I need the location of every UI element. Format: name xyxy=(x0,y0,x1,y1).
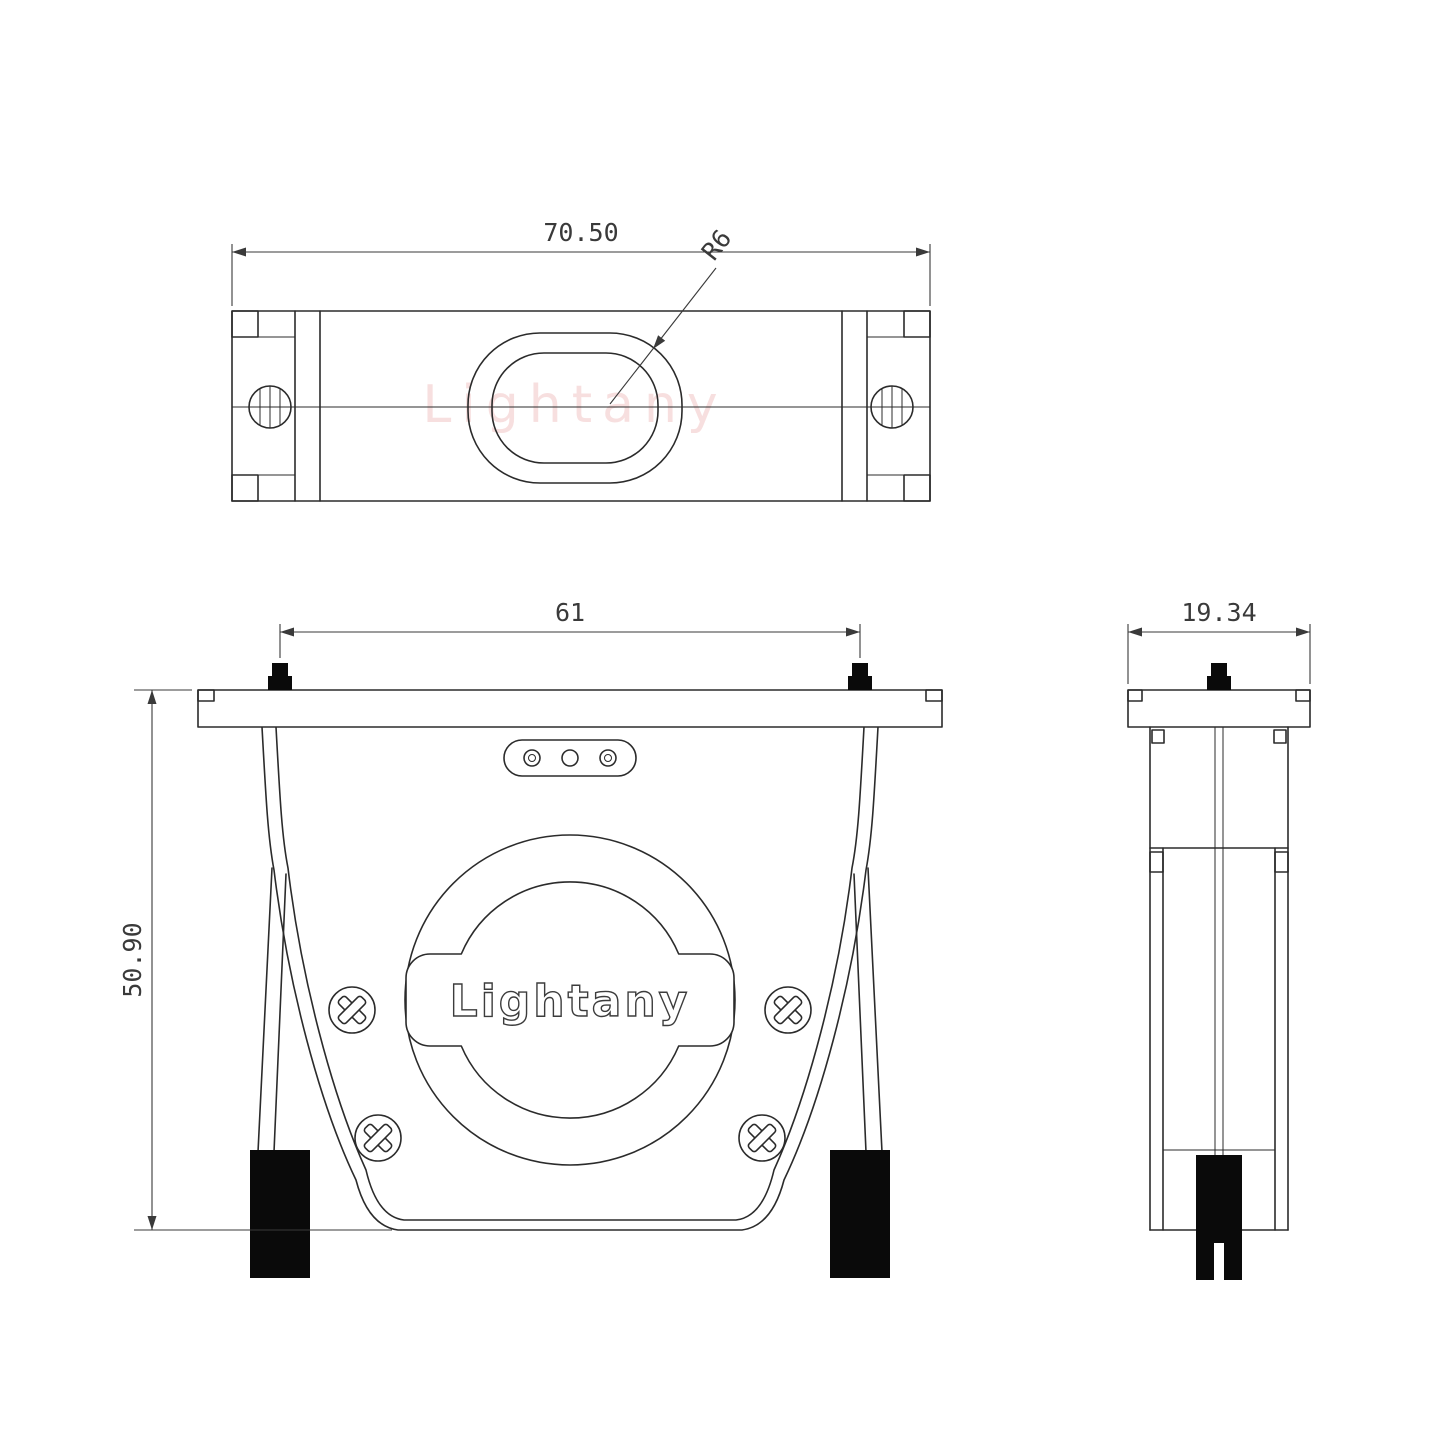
radius-callout-label: R6 xyxy=(696,224,737,266)
dim-screw-spacing-label: 61 xyxy=(555,598,585,627)
dim-top-width-label: 70.50 xyxy=(543,218,618,247)
jackscrew-right xyxy=(848,663,872,690)
flange xyxy=(197,689,943,728)
phillips-screw xyxy=(328,986,376,1034)
watermark-text: Lightany xyxy=(422,375,727,435)
obround-inner xyxy=(491,352,659,464)
obround-outer xyxy=(467,332,683,484)
corner-tab xyxy=(231,474,259,502)
vent-slot xyxy=(503,739,637,777)
top-view xyxy=(231,310,931,502)
logo-cap xyxy=(405,881,735,1119)
cable-boot-left xyxy=(250,1150,310,1278)
dim-screw-spacing: 61 xyxy=(279,598,861,658)
phillips-screw xyxy=(738,1114,786,1162)
dim-height-label: 50.90 xyxy=(118,922,147,997)
jackscrew-left xyxy=(268,663,292,690)
corner-tab xyxy=(231,310,259,338)
dim-depth-label: 19.34 xyxy=(1181,598,1256,627)
boss-circle xyxy=(404,834,736,1166)
cable-boot-right xyxy=(830,1150,890,1278)
dim-top-width: 70.50 xyxy=(231,218,931,306)
dim-height: 50.90 xyxy=(118,689,392,1231)
corner-tab xyxy=(903,474,931,502)
phillips-screw xyxy=(764,986,812,1034)
side-view xyxy=(1127,663,1311,1280)
front-view: Lightany xyxy=(197,663,943,1278)
thumbscrew-left xyxy=(248,385,292,429)
jackscrew-side xyxy=(1207,663,1231,690)
dim-depth: 19.34 xyxy=(1127,598,1311,684)
logo-text: Lightany xyxy=(450,976,691,1027)
thumbscrew-right xyxy=(870,385,914,429)
phillips-screw xyxy=(354,1114,402,1162)
corner-tab xyxy=(903,310,931,338)
